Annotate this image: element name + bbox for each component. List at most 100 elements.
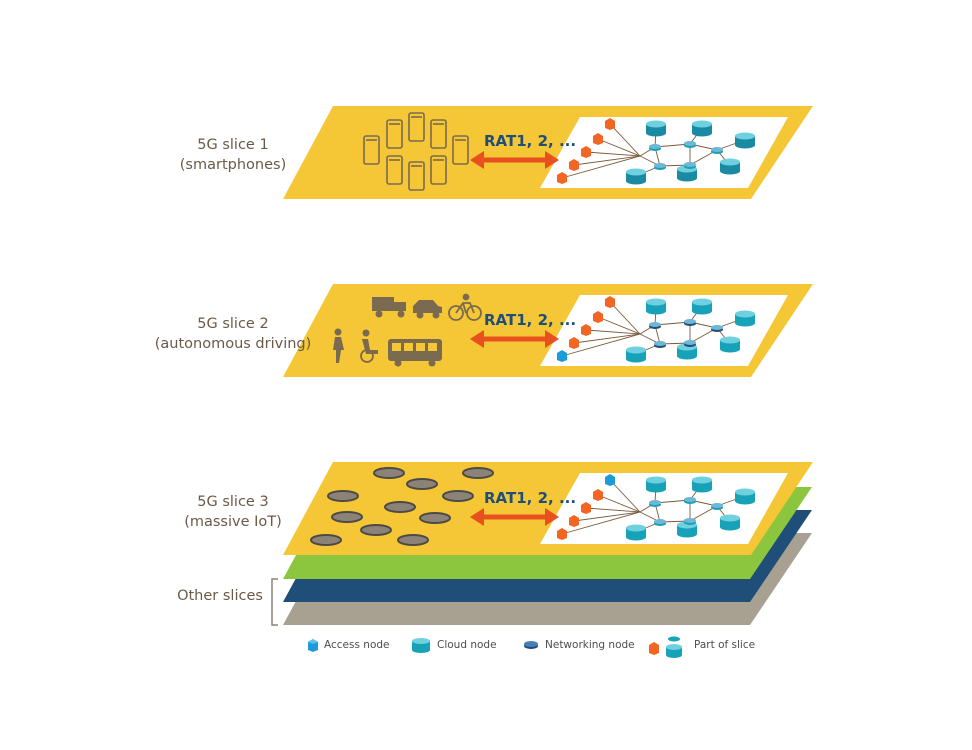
smartphone-icon bbox=[408, 161, 425, 191]
iot-sensor-icon bbox=[327, 490, 359, 502]
cloud-node-icon bbox=[735, 310, 755, 327]
smartphone-icon bbox=[408, 112, 425, 142]
access-node-icon bbox=[581, 324, 591, 336]
iot-sensor-icon bbox=[442, 490, 474, 502]
network-link bbox=[597, 494, 641, 513]
network-link bbox=[561, 155, 641, 179]
iot-sensor-icon bbox=[331, 511, 363, 523]
smartphone-icon bbox=[430, 119, 447, 149]
networking-node-icon bbox=[684, 518, 696, 525]
access-node-icon bbox=[605, 118, 615, 130]
network-link bbox=[573, 155, 641, 166]
slice-1-subtitle: (smartphones) bbox=[179, 157, 287, 173]
networking-node-icon bbox=[684, 497, 696, 504]
access-node-icon bbox=[569, 337, 579, 349]
networking-node-icon bbox=[684, 141, 696, 148]
cloud-node-icon bbox=[720, 514, 740, 531]
access-node-icon bbox=[593, 311, 603, 323]
iot-sensor-icon bbox=[360, 524, 392, 536]
iot-sensor-icon bbox=[462, 467, 494, 479]
networking-node-icon bbox=[684, 340, 696, 347]
cloud-node-icon bbox=[646, 120, 666, 137]
vehicle-icon-group bbox=[333, 293, 482, 367]
legend-access-label: Access node bbox=[324, 639, 390, 651]
access-node-icon bbox=[569, 159, 579, 171]
cloud-node-icon bbox=[626, 346, 646, 363]
networking-node-icon bbox=[684, 319, 696, 326]
network-link bbox=[585, 507, 641, 513]
access-node-icon bbox=[581, 146, 591, 158]
iot-sensor-icon bbox=[419, 512, 451, 524]
slice-3-label: 5G slice 3 (massive IoT) bbox=[148, 492, 318, 532]
legend-part-of-slice: Part of slice bbox=[648, 636, 756, 658]
legend-cloud-label: Cloud node bbox=[437, 639, 497, 651]
bicycle-icon bbox=[448, 293, 482, 321]
slice-3-rat-label: RAT1, 2, ... bbox=[484, 489, 577, 507]
slice-2-subtitle: (autonomous driving) bbox=[154, 336, 312, 352]
smartphone-icon bbox=[452, 135, 469, 165]
cloud-node-icon bbox=[626, 168, 646, 185]
networking-node-icon bbox=[649, 144, 661, 151]
cloud-node-icon bbox=[735, 132, 755, 149]
networking-node-icon bbox=[711, 503, 723, 510]
slice-3-title: 5G slice 3 bbox=[197, 494, 269, 510]
networking-node-icon bbox=[654, 163, 666, 170]
iot-sensor-group bbox=[310, 467, 494, 546]
pedestrian-icon bbox=[333, 328, 344, 363]
slice-2-network-graph bbox=[557, 296, 755, 363]
network-link bbox=[573, 511, 641, 522]
cloud-node-icon bbox=[626, 524, 646, 541]
slice-2-title: 5G slice 2 bbox=[197, 316, 269, 332]
network-link bbox=[585, 151, 641, 157]
slice-2-rat-label: RAT1, 2, ... bbox=[484, 311, 577, 329]
smartphone-icon bbox=[363, 135, 380, 165]
networking-node-icon bbox=[684, 162, 696, 169]
access-node-icon bbox=[557, 350, 567, 362]
slice-1-label: 5G slice 1 (smartphones) bbox=[148, 135, 318, 175]
slice-3-rat-arrow bbox=[470, 508, 559, 526]
networking-node-icon bbox=[654, 341, 666, 348]
networking-node-icon bbox=[649, 322, 661, 329]
slice-2-rat-arrow bbox=[470, 330, 559, 348]
network-link bbox=[609, 123, 641, 157]
network-link bbox=[585, 329, 641, 335]
access-node-icon bbox=[593, 489, 603, 501]
slice-3-network-graph bbox=[557, 474, 755, 541]
legend-networking-node: Networking node bbox=[523, 636, 635, 654]
networking-node-icon bbox=[711, 325, 723, 332]
legend-part-label: Part of slice bbox=[694, 639, 756, 651]
access-node-icon bbox=[581, 502, 591, 514]
network-link bbox=[573, 333, 641, 344]
slice-1-rat-label: RAT1, 2, ... bbox=[484, 132, 577, 150]
cloud-node-icon bbox=[412, 638, 430, 653]
networking-node-icon bbox=[524, 641, 538, 649]
cloud-node-icon bbox=[720, 158, 740, 175]
cloud-node-icon bbox=[692, 298, 712, 315]
access-node-icon bbox=[605, 296, 615, 308]
network-link bbox=[609, 479, 641, 513]
access-node-icon bbox=[569, 515, 579, 527]
smartphone-icon bbox=[386, 155, 403, 185]
smartphone-icon bbox=[386, 119, 403, 149]
networking-node-icon bbox=[649, 500, 661, 507]
legend-access-node: Access node bbox=[306, 636, 390, 654]
cloud-node-icon bbox=[720, 336, 740, 353]
slice-1-title: 5G slice 1 bbox=[197, 137, 269, 153]
iot-sensor-icon bbox=[397, 534, 429, 546]
iot-sensor-icon bbox=[310, 534, 342, 546]
slice-3-subtitle: (massive IoT) bbox=[184, 514, 282, 530]
networking-node-icon bbox=[711, 147, 723, 154]
wheelchair-icon bbox=[360, 329, 378, 363]
access-node-icon bbox=[605, 474, 615, 486]
part-of-slice-icon bbox=[649, 636, 682, 658]
slice-1-rat-arrow bbox=[470, 151, 559, 169]
cloud-node-icon bbox=[646, 476, 666, 493]
networking-node-icon bbox=[654, 519, 666, 526]
smartphone-icon bbox=[430, 155, 447, 185]
other-slices-bracket bbox=[271, 578, 278, 626]
iot-sensor-icon bbox=[406, 478, 438, 490]
network-link bbox=[597, 316, 641, 335]
iot-sensor-icon bbox=[373, 467, 405, 479]
cloud-node-icon bbox=[735, 488, 755, 505]
